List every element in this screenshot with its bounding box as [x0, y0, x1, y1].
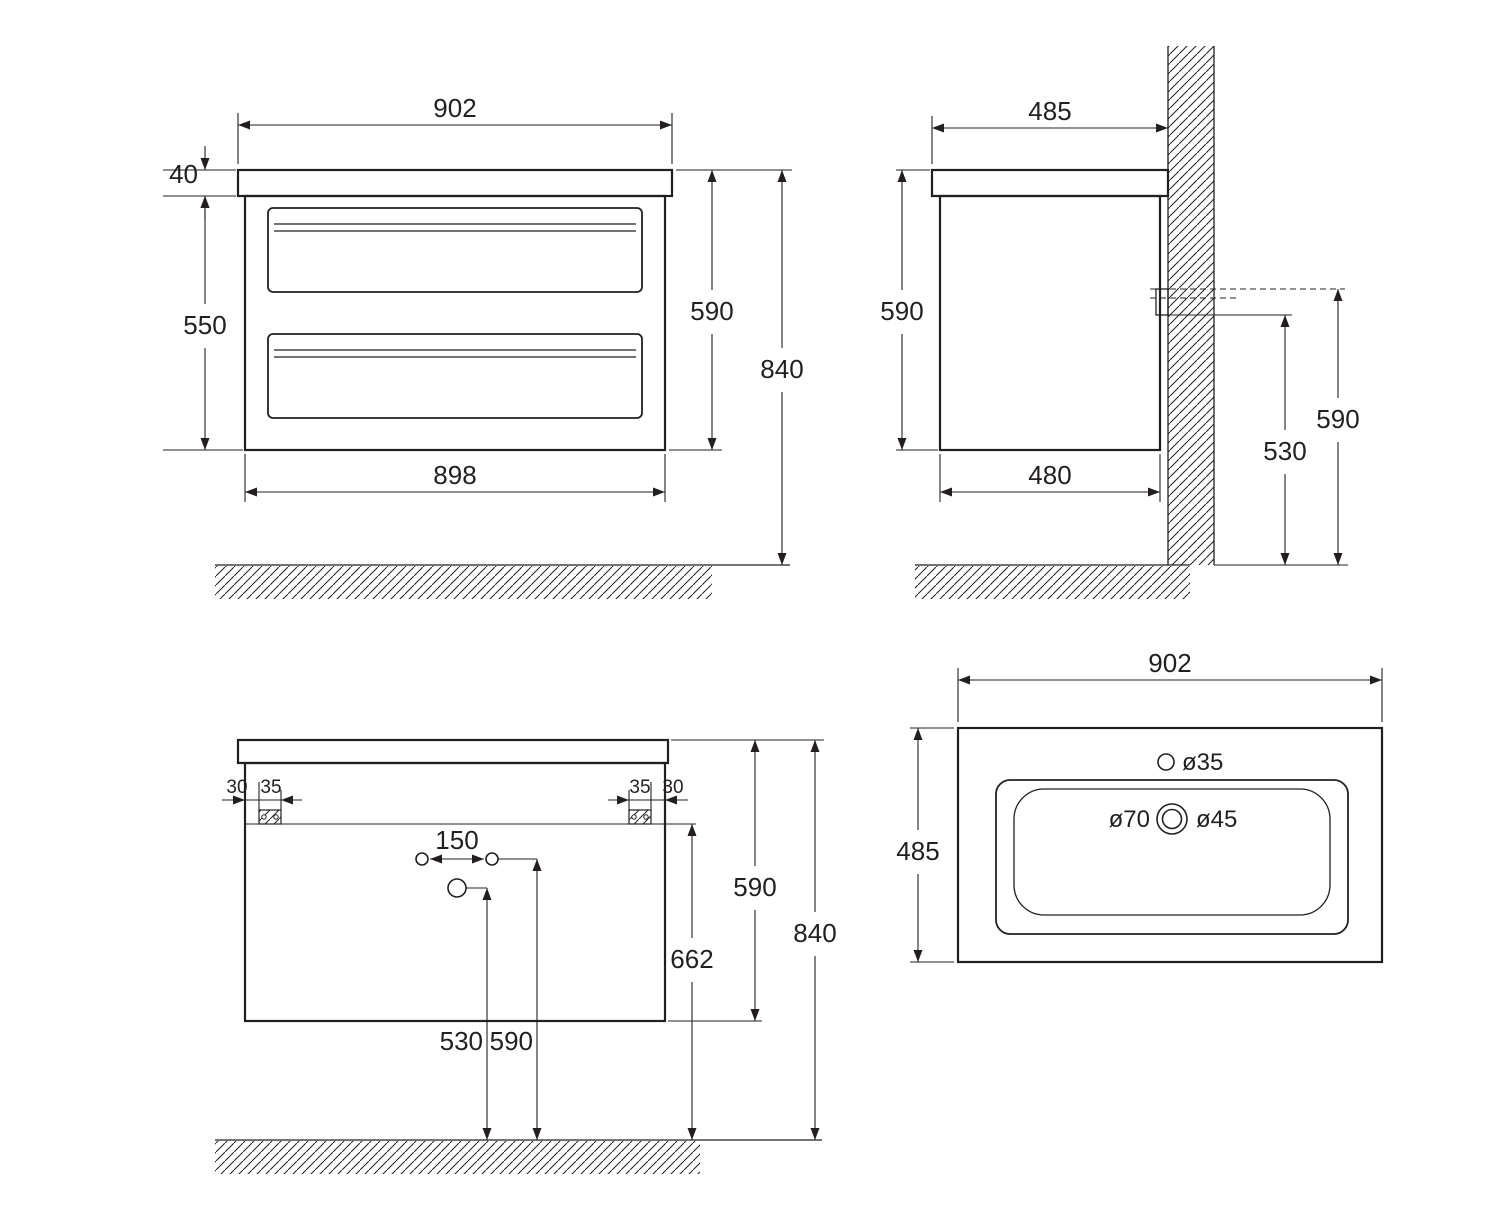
sink-overflow-label: ø70 — [1109, 806, 1150, 833]
back-dim-hole-spacing: 150 — [430, 825, 484, 864]
front-dim-total-height: 840 — [760, 170, 804, 565]
front-height-label: 590 — [690, 296, 733, 326]
back-edge-offset-left-label: 30 — [226, 777, 247, 798]
side-depth-bottom-label: 480 — [1028, 460, 1071, 490]
front-cabinet-body — [243, 194, 667, 452]
back-rail-to-floor-label: 662 — [670, 944, 713, 974]
side-view: 485 590 480 530 590 — [880, 46, 1360, 599]
front-dim-top-thickness: 40 — [163, 146, 236, 220]
back-bracket-left — [258, 809, 282, 825]
back-holes-to-floor-label: 590 — [490, 1026, 533, 1056]
top-view: ø35 ø70 ø45 902 485 — [896, 648, 1384, 964]
sink-overflow-inner — [1161, 808, 1183, 830]
sink-basin-bowl — [1013, 788, 1331, 916]
top-dim-width: 902 — [957, 648, 1383, 722]
side-depth-top-label: 485 — [1028, 96, 1071, 126]
front-drawer-1 — [267, 207, 643, 293]
back-dim-total-height: 840 — [793, 740, 837, 1140]
sink-drain-label: ø45 — [1196, 806, 1237, 833]
sink-faucet-hole — [1157, 753, 1175, 771]
sink-overflow-outer — [1156, 803, 1188, 835]
back-hole-spacing-label: 150 — [435, 825, 478, 855]
back-dim-rail-to-floor: 662 — [670, 824, 714, 1140]
side-rail-to-floor-label: 590 — [1316, 404, 1359, 434]
back-bracket-right — [628, 809, 652, 825]
side-countertop — [930, 168, 1170, 198]
top-depth-label: 485 — [896, 836, 939, 866]
front-dim-height: 590 — [669, 169, 792, 451]
top-width-label: 902 — [1148, 648, 1191, 678]
back-faucet-hole-left — [415, 852, 429, 866]
side-height-label: 590 — [880, 296, 923, 326]
side-floor-hatch — [915, 564, 1348, 599]
back-dim-bracket-left: 30 35 — [222, 777, 302, 810]
back-height-label: 590 — [733, 872, 776, 902]
front-view: 902 40 550 590 840 — [163, 93, 804, 599]
sink-basin-rim — [995, 779, 1349, 935]
back-dim-height: 590 — [668, 739, 824, 1022]
back-total-height-label: 840 — [793, 918, 836, 948]
side-dim-bracket-to-floor: 530 — [1263, 315, 1307, 565]
back-bracket-width-left-label: 35 — [260, 777, 281, 798]
front-floor-hatch — [215, 564, 790, 599]
side-dim-height: 590 — [880, 169, 938, 451]
side-dim-rail-to-floor: 590 — [1316, 289, 1360, 565]
front-carcass-height-label: 550 — [183, 310, 226, 340]
side-wall-bracket — [1150, 288, 1345, 316]
back-dim-drain-to-floor: 530 — [440, 887, 492, 1140]
wall-hatch — [1167, 46, 1215, 565]
back-dim-holes-to-floor: 590 — [490, 858, 542, 1140]
front-drawer-2 — [267, 333, 643, 419]
side-dim-depth-bottom: 480 — [939, 454, 1161, 502]
front-total-height-label: 840 — [760, 354, 803, 384]
side-dim-depth-top: 485 — [931, 96, 1169, 164]
sink-faucet-hole-label: ø35 — [1182, 749, 1223, 776]
back-bracket-width-right-label: 35 — [629, 777, 650, 798]
side-bracket-to-floor-label: 530 — [1263, 436, 1306, 466]
front-width-bottom-label: 898 — [433, 460, 476, 490]
top-dim-depth: 485 — [896, 727, 954, 963]
back-drain-hole — [447, 878, 467, 898]
front-dim-width-top: 902 — [237, 93, 673, 164]
front-countertop — [236, 168, 674, 198]
back-countertop — [236, 738, 670, 765]
back-drain-to-floor-label: 530 — [440, 1026, 483, 1056]
side-cabinet-body — [938, 194, 1162, 452]
front-top-thickness-label: 40 — [169, 159, 198, 189]
front-width-top-label: 902 — [433, 93, 476, 123]
back-cabinet-body — [243, 761, 667, 1023]
front-dim-width-bottom: 898 — [244, 454, 666, 502]
back-dim-bracket-right: 35 30 — [608, 777, 688, 810]
back-edge-offset-right-label: 30 — [662, 777, 683, 798]
back-view: 30 35 35 30 150 530 — [215, 738, 837, 1174]
front-dim-carcass-height: 550 — [163, 195, 243, 451]
sink-outer-edge — [956, 726, 1384, 964]
back-faucet-hole-right — [485, 852, 499, 866]
back-floor-hatch — [215, 1139, 822, 1174]
